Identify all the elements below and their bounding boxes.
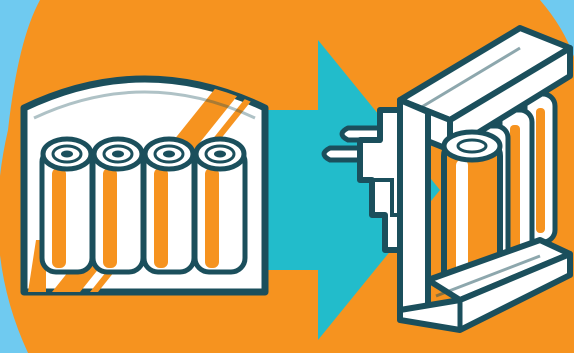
battery-2-icon — [93, 139, 143, 272]
battery-4-icon — [195, 139, 245, 272]
battery-1-icon — [42, 139, 92, 272]
battery-3-icon — [144, 139, 194, 272]
battery-pack-icon — [24, 79, 268, 292]
